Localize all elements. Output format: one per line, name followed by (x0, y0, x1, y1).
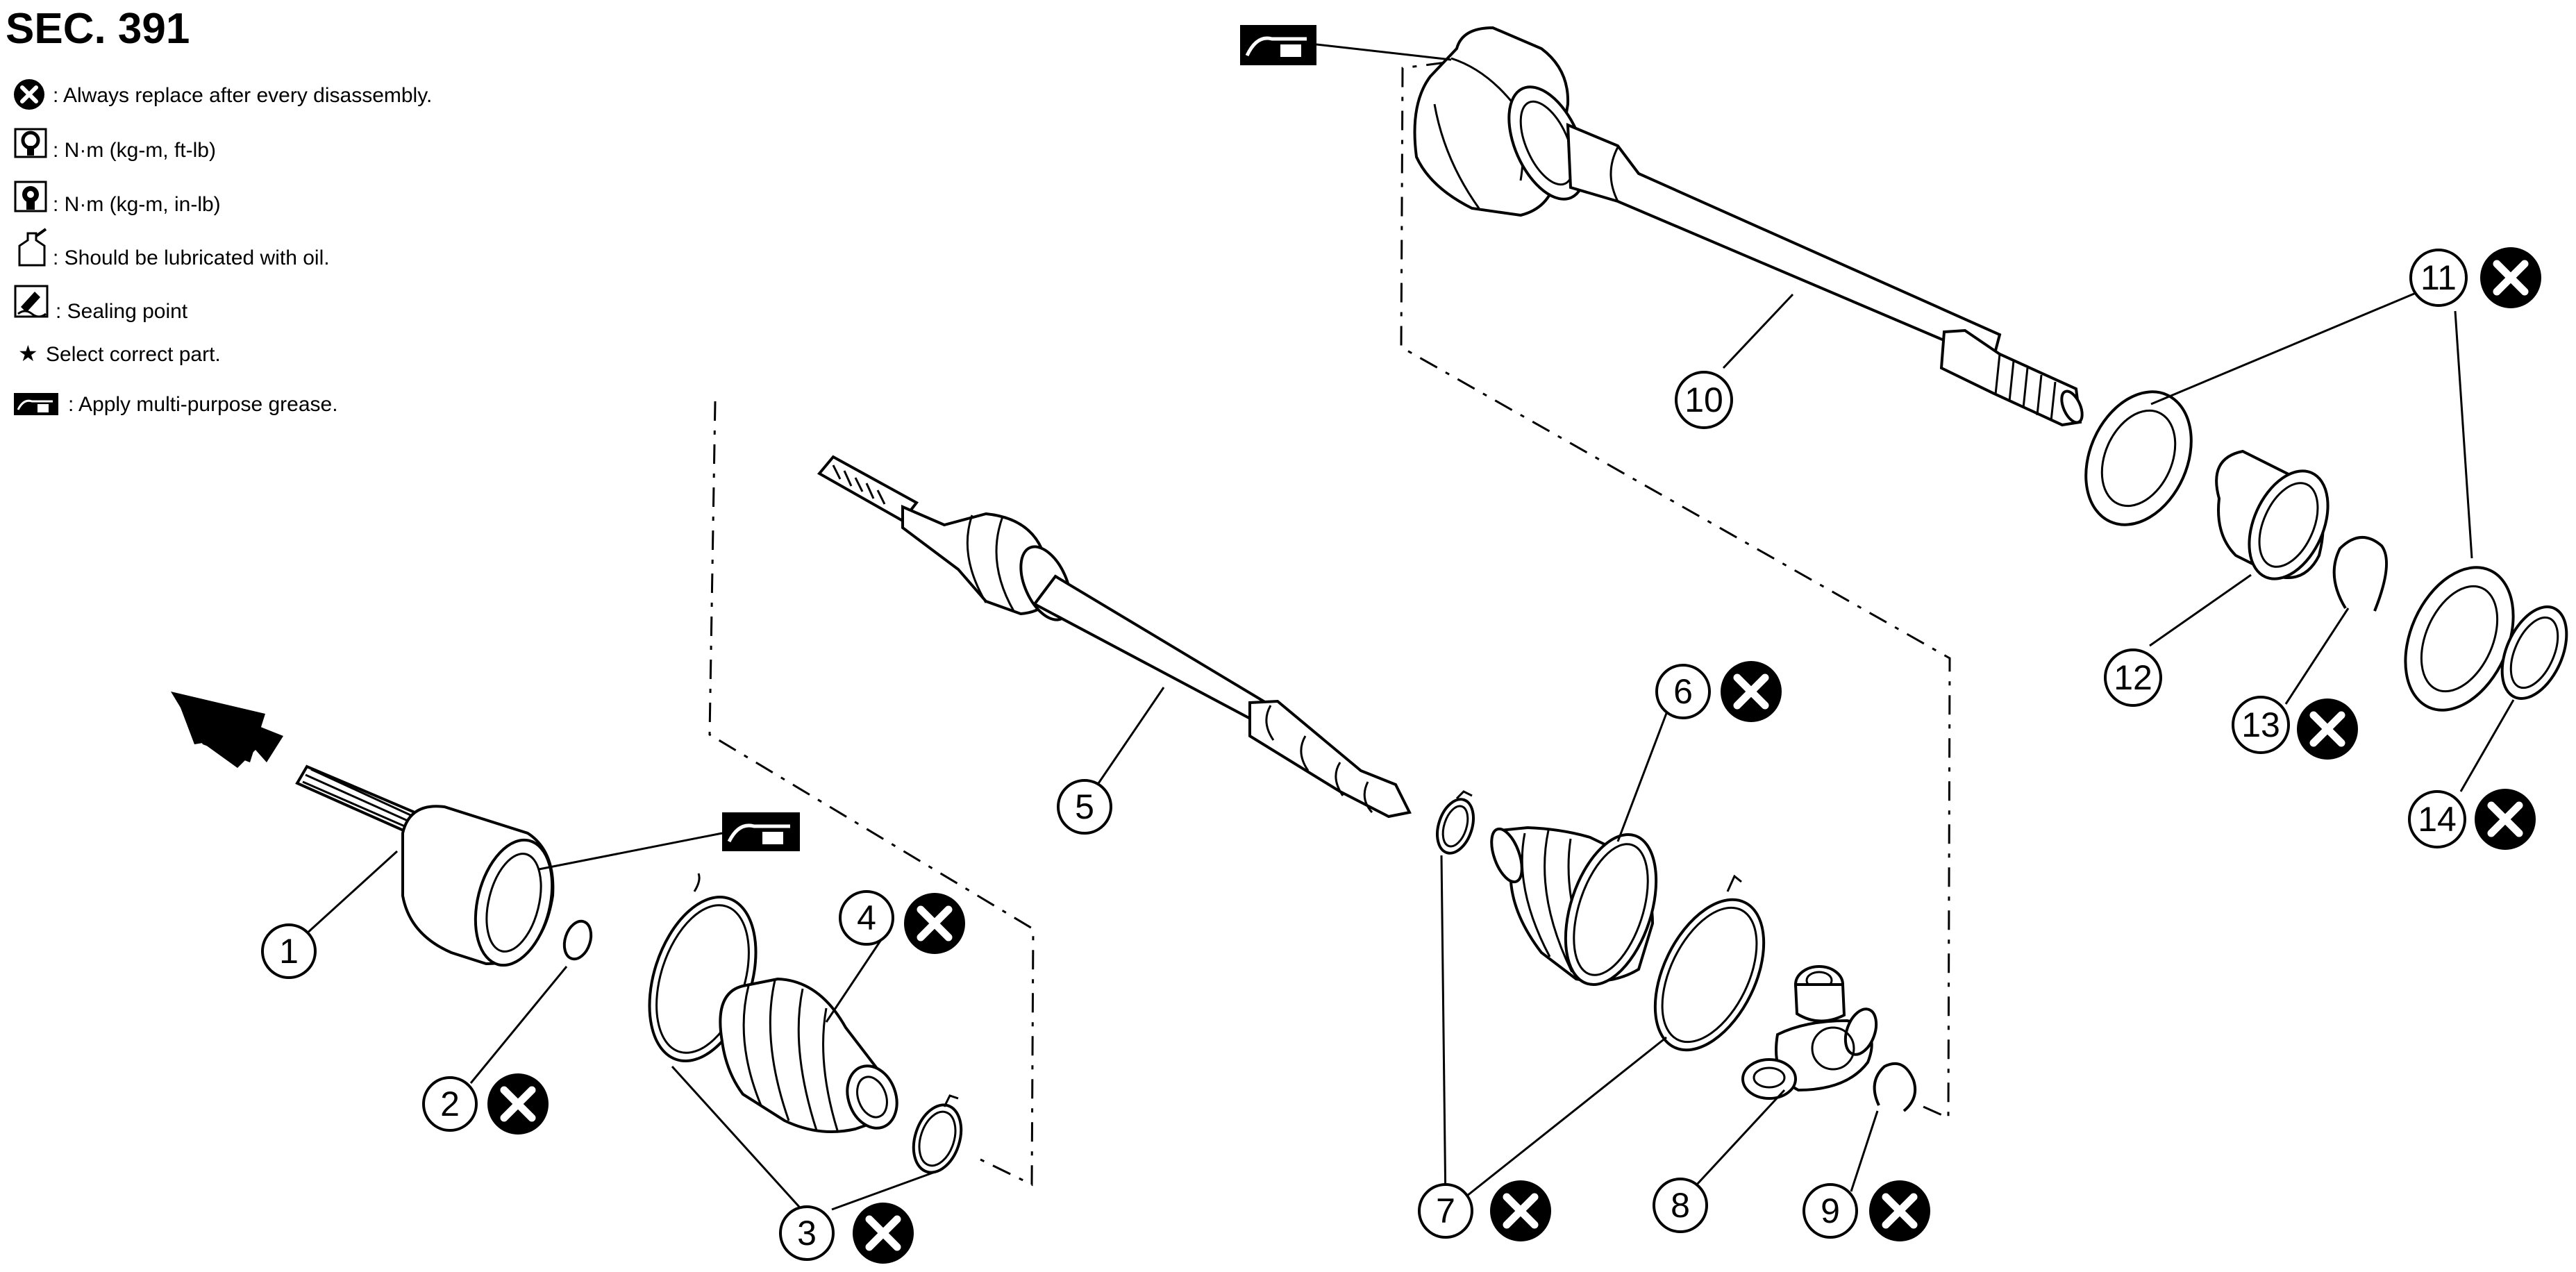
snap-ring-part (1873, 1062, 1917, 1112)
spider-assembly (1741, 965, 1878, 1100)
boot-band-inner (1436, 790, 1766, 1052)
callout-7: 7 (1418, 1183, 1473, 1239)
callout-2: 2 (422, 1076, 478, 1132)
sealant-icon (14, 285, 49, 318)
callout-number: 5 (1075, 787, 1094, 826)
legend: : Always replace after every disassembly… (14, 79, 432, 416)
legend-text-select: Select correct part. (46, 343, 221, 366)
callout-number: 6 (1673, 672, 1693, 711)
callout-6: 6 (1655, 664, 1711, 719)
callout-number: 12 (2114, 658, 2152, 697)
drive-shaft-left (817, 455, 1412, 819)
replace-x-icon (487, 1073, 549, 1135)
grease-gun-icon (722, 812, 800, 851)
seal-ring (2500, 605, 2568, 700)
circlip-part (562, 919, 593, 961)
replace-x-icon (1490, 1180, 1551, 1241)
section-title: SEC. 391 (6, 5, 190, 53)
star-icon: ★ (18, 341, 38, 366)
snap-ring-bearing (2332, 535, 2389, 612)
callout-5: 5 (1057, 779, 1112, 835)
replace-x-icon (1721, 661, 1782, 722)
replace-x-icon (2475, 789, 2536, 850)
outer-boot (719, 977, 898, 1133)
support-bearing (2215, 449, 2330, 580)
replace-x-icon (1869, 1180, 1930, 1241)
assembly-outline-left (708, 401, 1035, 1187)
replace-x-icon (904, 893, 965, 954)
callout-number: 4 (857, 898, 876, 937)
callout-number: 7 (1436, 1191, 1455, 1230)
callout-4: 4 (839, 890, 894, 946)
inner-boot (1490, 826, 1658, 987)
callout-number: 13 (2241, 705, 2280, 744)
callout-number: 3 (797, 1214, 817, 1253)
drive-shaft-upper (1413, 26, 2084, 427)
replace-x-icon (853, 1203, 914, 1264)
legend-text-replace: : Always replace after every disassembly… (53, 84, 432, 107)
callout-number: 11 (2420, 258, 2457, 297)
grease-gun-icon (14, 393, 58, 415)
callout-14: 14 (2408, 790, 2466, 848)
replace-x-icon (14, 79, 44, 110)
callout-9: 9 (1803, 1183, 1858, 1239)
callouts: 1 2 3 4 5 (261, 247, 2541, 1264)
direction-arrow (171, 692, 283, 768)
callout-number: 8 (1671, 1186, 1690, 1225)
callout-number: 2 (440, 1085, 460, 1123)
legend-text-grease: : Apply multi-purpose grease. (68, 393, 338, 416)
callout-11: 11 (2409, 249, 2468, 307)
legend-text-oil: : Should be lubricated with oil. (53, 246, 330, 269)
leader-lines (304, 43, 2515, 1215)
callout-number: 1 (279, 932, 299, 971)
callout-1: 1 (261, 923, 317, 979)
callout-8: 8 (1653, 1178, 1708, 1233)
torque-wrench-inlb-icon (14, 181, 47, 212)
dust-shield (2084, 390, 2515, 712)
callout-number: 9 (1821, 1191, 1840, 1230)
callout-number: 14 (2418, 800, 2457, 839)
callout-10: 10 (1675, 371, 1733, 429)
grease-gun-icon (1240, 25, 1316, 65)
callout-13: 13 (2232, 696, 2290, 754)
torque-wrench-icon (14, 128, 47, 158)
legend-text-torque-inlb: : N·m (kg-m, in-lb) (53, 193, 221, 216)
legend-text-sealing: : Sealing point (56, 300, 188, 323)
callout-number: 10 (1684, 380, 1723, 419)
replace-x-icon (2480, 247, 2541, 308)
callout-12: 12 (2104, 648, 2162, 707)
oil-can-icon (18, 228, 47, 267)
outer-cv-joint (295, 764, 555, 967)
callout-3: 3 (779, 1205, 835, 1261)
legend-text-torque-ftlb: : N·m (kg-m, ft-lb) (53, 139, 216, 162)
replace-x-icon (2297, 698, 2358, 760)
